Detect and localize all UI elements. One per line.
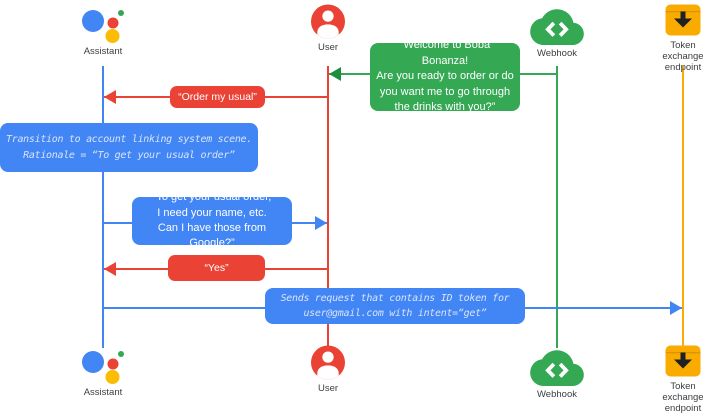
actor-label: User	[317, 42, 339, 53]
google-assistant-icon	[82, 351, 124, 384]
actor-assistant-bottom: Assistant	[81, 344, 125, 399]
actor-label: Webhook	[537, 389, 577, 400]
user-lifeline	[327, 66, 329, 348]
arrowhead-left-icon	[104, 262, 116, 276]
token-download-icon	[665, 4, 701, 36]
actor-label: Assistant	[83, 46, 123, 57]
welcome-speech-bubble: “Welcome to Boba Bonanza! Are you ready …	[370, 39, 520, 113]
actor-user-bottom: User	[310, 345, 346, 395]
user-icon	[310, 345, 346, 380]
transition-note: Transition to account linking system sce…	[0, 123, 258, 172]
actor-label: Assistant	[83, 387, 123, 398]
arrowhead-right-icon	[670, 301, 682, 315]
order-speech-bubble: “Order my usual”	[170, 86, 265, 108]
actor-webhook-top: Webhook	[530, 7, 584, 60]
ask-google-speech-bubble: “To get your usual order, I need your na…	[132, 191, 292, 249]
actor-assistant-top: Assistant	[81, 3, 125, 58]
actor-label: Token exchange endpoint	[662, 40, 704, 73]
token-endpoint-lifeline	[682, 66, 684, 348]
webhook-cloud-icon	[530, 9, 584, 45]
actor-label: Token exchange endpoint	[662, 381, 704, 413]
token-download-icon	[665, 345, 701, 377]
arrowhead-left-icon	[104, 90, 116, 104]
send-request-note: Sends request that contains ID token for…	[265, 288, 525, 324]
actor-label: Webhook	[537, 48, 577, 59]
user-icon	[310, 4, 346, 39]
arrowhead-right-icon	[315, 216, 327, 230]
actor-user-top: User	[310, 4, 346, 54]
actor-label: User	[317, 383, 339, 394]
actor-token-endpoint-bottom: Token exchange endpoint	[662, 344, 704, 413]
actor-token-endpoint-top: Token exchange endpoint	[662, 3, 704, 74]
assistant-lifeline	[102, 66, 104, 348]
webhook-lifeline	[556, 66, 558, 348]
yes-speech-bubble: “Yes”	[168, 255, 265, 281]
google-assistant-icon	[82, 10, 124, 43]
arrowhead-left-icon	[329, 67, 341, 81]
webhook-cloud-icon	[530, 350, 584, 386]
actor-webhook-bottom: Webhook	[530, 348, 584, 401]
